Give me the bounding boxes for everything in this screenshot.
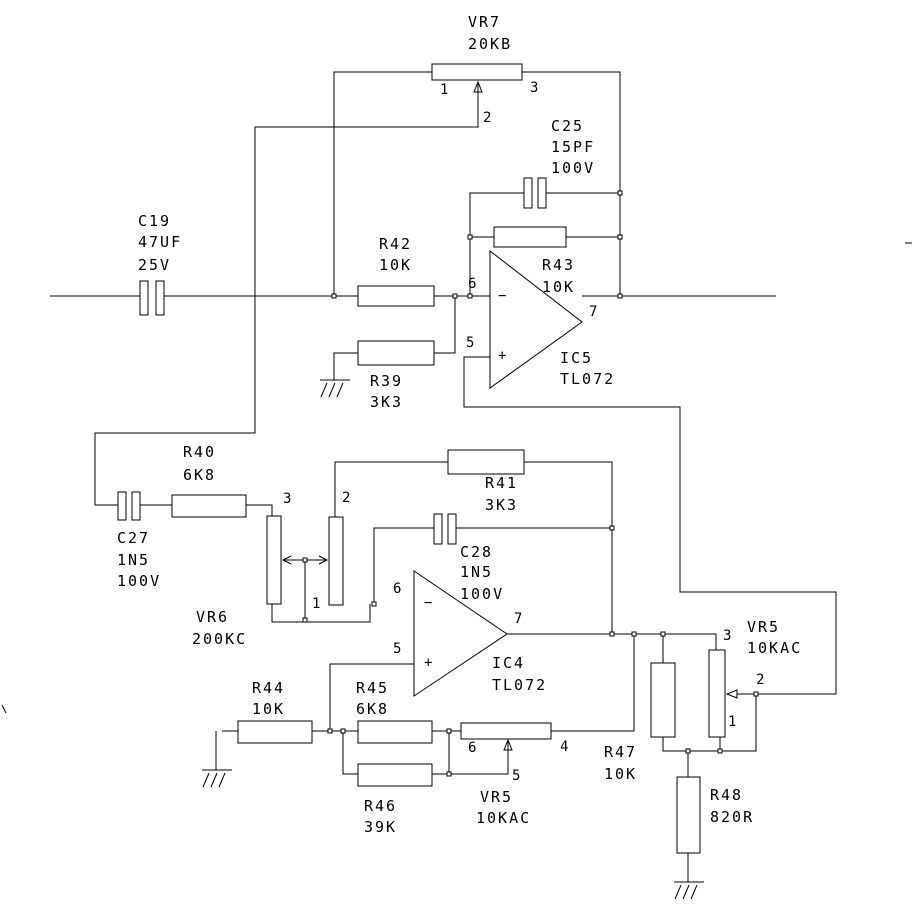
ic5-value: TL072 [560,370,615,388]
resistor-r48 [676,776,701,854]
opamp-ic4 [413,570,508,697]
resistor-r40 [171,494,247,518]
r43-ref: R43 [542,256,575,274]
capacitor-c28 [433,513,457,545]
c27-value: 1N5 [117,551,150,569]
r39-value: 3K3 [370,393,403,411]
vr5-lower-value: 10KAC [476,809,531,827]
r40-ref: R40 [183,443,216,461]
vr6-pin2: 2 [342,490,350,506]
r48-ref: R48 [710,786,743,804]
c19-voltage: 25V [138,256,171,274]
vr5-right-pin1: 1 [728,714,736,730]
ic4-value: TL072 [492,676,547,694]
resistor-r42 [357,285,435,307]
c27-ref: C27 [117,529,150,547]
vr7-ref: VR7 [468,13,501,31]
ground-symbol [320,379,350,398]
vr7-value: 20KB [468,35,512,53]
vr7-pin3: 3 [530,80,538,96]
ground-symbol [202,769,232,788]
r47-ref: R47 [604,743,637,761]
r43-value: 10K [542,278,575,296]
r42-value: 10K [379,256,412,274]
potentiometer-vr6 [266,515,344,620]
resistor-r46 [357,763,433,787]
junction-dots [302,190,759,777]
ic5-pin5: 5 [466,335,474,351]
r44-ref: R44 [252,679,285,697]
resistor-r43 [493,226,567,248]
resistor-r39 [357,340,435,366]
c25-ref: C25 [551,117,584,135]
ic4-ref: IC4 [492,654,525,672]
potentiometer-vr5-lower [460,722,552,751]
ic4-pin6: 6 [393,581,401,597]
opamp-ic5 [489,249,583,389]
capacitor-c27 [117,491,141,521]
r42-ref: R42 [379,235,412,253]
r39-ref: R39 [370,372,403,390]
ic4-plus-sign: + [424,655,432,671]
vr5-lower-pin5: 5 [512,768,520,784]
r47-value: 10K [604,765,637,783]
c28-ref: C28 [460,543,493,561]
c28-value: 1N5 [460,563,493,581]
resistor-r45 [357,720,433,744]
r46-value: 39K [364,818,397,836]
vr5-lower-pin6: 6 [468,740,476,756]
vr5-right-value: 10KAC [747,639,802,657]
ic4-minus-sign: − [424,595,432,611]
potentiometer-vr7 [431,63,523,93]
edge-tick [1,704,7,714]
vr6-pin1: 1 [312,596,320,612]
r41-value: 3K3 [485,496,518,514]
capacitor-c25 [523,177,547,209]
r40-value: 6K8 [183,466,216,484]
r46-ref: R46 [364,797,397,815]
vr5-right-ref: VR5 [747,618,780,636]
ic5-plus-sign: + [498,348,506,364]
capacitor-c19 [139,280,165,316]
ic4-pin7: 7 [514,611,522,627]
c27-voltage: 100V [117,572,161,590]
resistor-r47 [650,662,676,738]
r41-ref: R41 [485,474,518,492]
r45-value: 6K8 [356,700,389,718]
vr6-ref: VR6 [196,608,229,626]
ground-symbol [674,881,704,900]
vr5-right-pin2: 2 [756,672,764,688]
c19-ref: C19 [138,212,171,230]
r48-value: 820R [710,808,754,826]
c25-voltage: 100V [551,159,595,177]
c19-value: 47UF [138,233,182,251]
c28-voltage: 100V [460,585,504,603]
vr6-value: 200KC [192,630,247,648]
c25-value: 15PF [551,138,595,156]
potentiometer-vr5-right [708,649,756,738]
wires [50,71,837,882]
vr5-lower-ref: VR5 [480,788,513,806]
vr7-pin1: 1 [440,82,448,98]
vr6-pin3: 3 [283,491,291,507]
ic5-ref: IC5 [560,349,593,367]
r45-ref: R45 [356,679,389,697]
vr7-pin2: 2 [483,110,491,126]
ic5-pin6: 6 [468,276,476,292]
vr5-lower-pin4: 4 [560,739,568,755]
ic5-pin7: 7 [589,304,597,320]
resistor-r44 [237,720,313,744]
vr5-right-pin3: 3 [723,628,731,644]
ic5-minus-sign: − [498,288,506,304]
r44-value: 10K [252,700,285,718]
ic4-pin5: 5 [393,641,401,657]
resistor-r41 [447,449,525,475]
